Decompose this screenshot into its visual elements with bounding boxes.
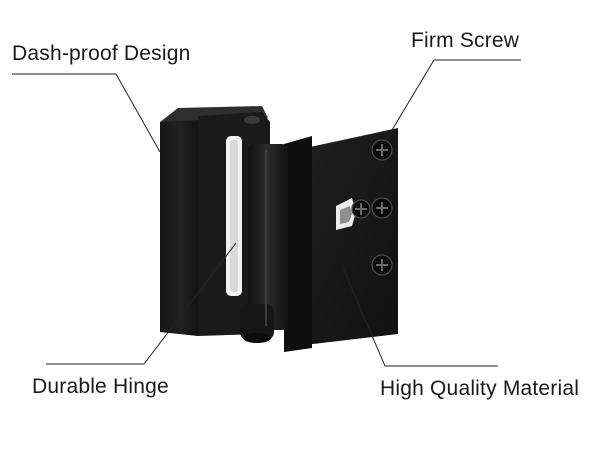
leader-dash-proof bbox=[12, 73, 161, 153]
leader-firm-screw bbox=[385, 59, 521, 141]
callout-high-quality-material: High Quality Material bbox=[380, 377, 580, 400]
bracket-plate bbox=[284, 128, 398, 352]
screw-icon-middle-right bbox=[371, 197, 393, 219]
callout-firm-screw: Firm Screw bbox=[411, 29, 520, 52]
leader-durable-hinge bbox=[46, 242, 237, 365]
screw-icon-top bbox=[371, 139, 393, 161]
screw-icon-bottom bbox=[371, 254, 393, 276]
callout-dash-proof-design: Dash-proof Design bbox=[12, 42, 191, 65]
hinge-barrel bbox=[240, 144, 288, 343]
screw-icon-middle-left bbox=[351, 199, 371, 219]
leader-high-quality-material bbox=[342, 267, 498, 367]
callout-durable-hinge: Durable Hinge bbox=[32, 375, 169, 398]
leader-lines bbox=[12, 59, 521, 367]
